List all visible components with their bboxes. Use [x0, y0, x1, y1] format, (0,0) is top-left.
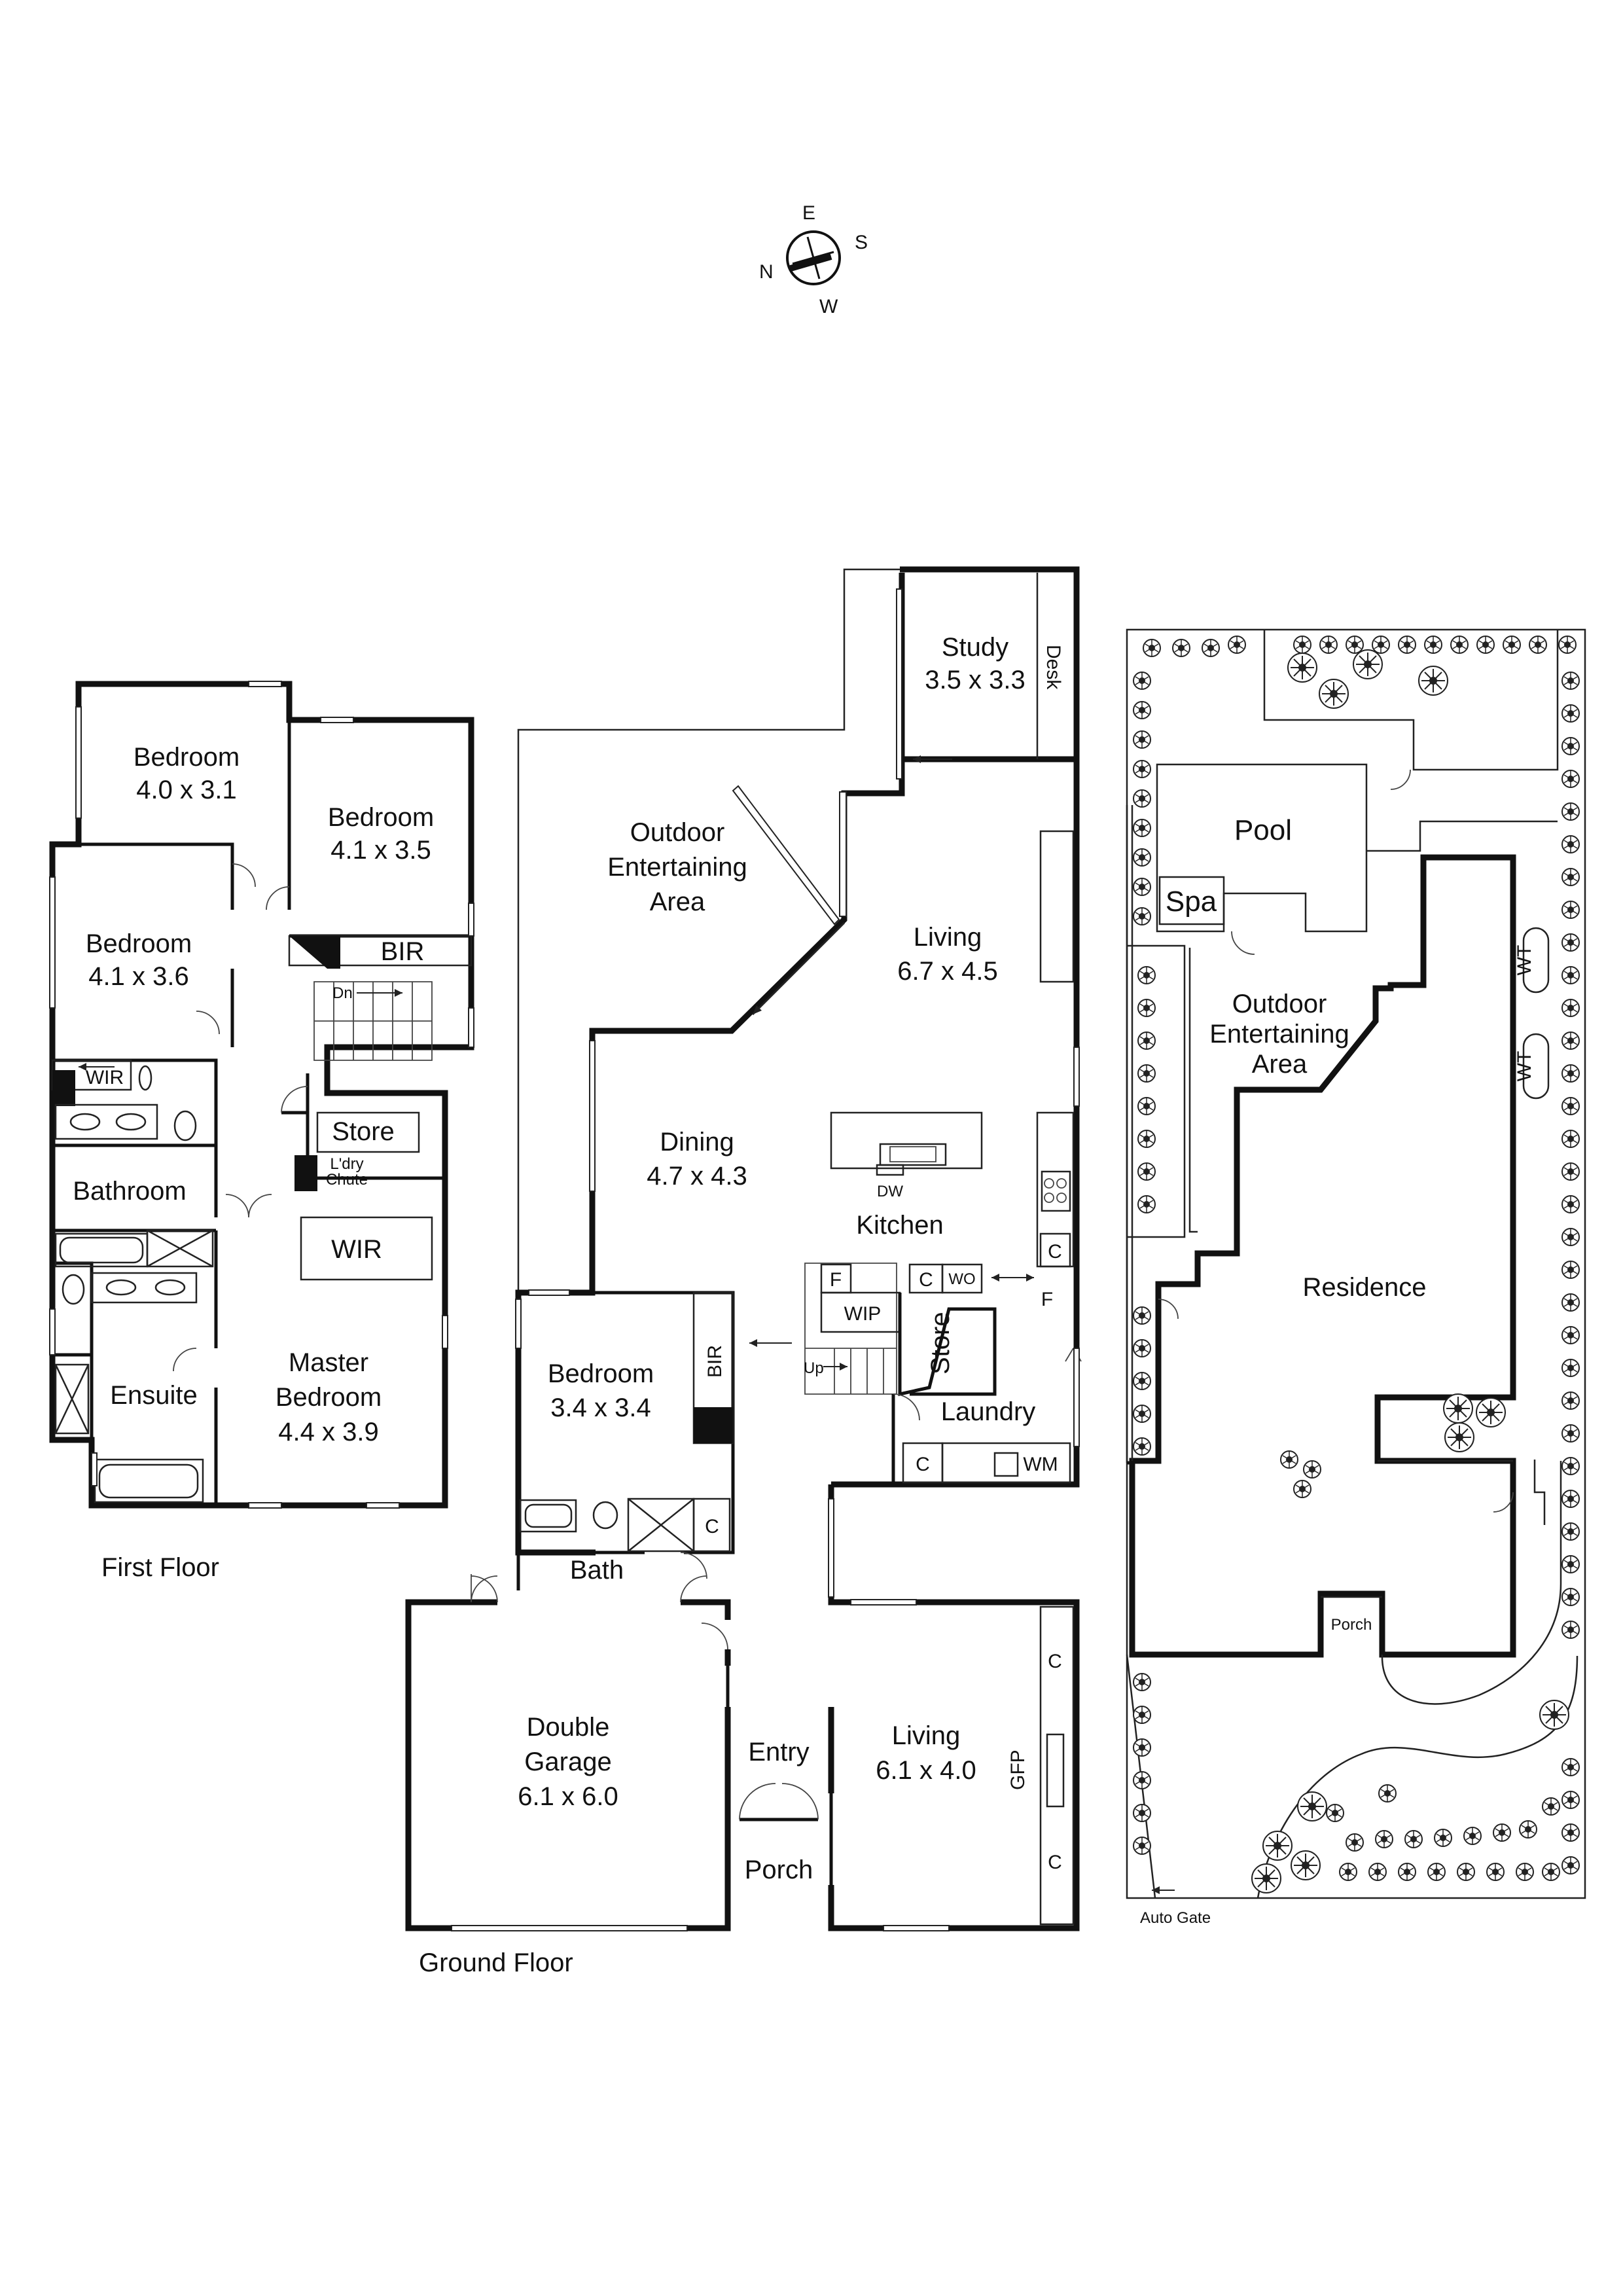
- ground-floor-outdoor-line2: Entertaining: [607, 853, 747, 882]
- first-floor-bathroom-label: Bathroom: [73, 1177, 186, 1206]
- ground-floor-fridge1-label: F: [830, 1269, 842, 1291]
- first-floor-bir-label: BIR: [381, 937, 425, 966]
- first-floor-laundry-chute-line1: L'dry: [330, 1155, 363, 1173]
- first-floor-caption: First Floor: [101, 1553, 219, 1582]
- ground-floor-dining-dims: 4.7 x 4.3: [647, 1162, 747, 1191]
- site-outdoor-line3: Area: [1252, 1050, 1308, 1079]
- site-water-tank2-label: WT: [1514, 1051, 1535, 1082]
- site-plan: Pool Spa Outdoor Entertaining Area WT WT…: [1126, 628, 1586, 1927]
- ground-floor-wip-label: WIP: [844, 1303, 882, 1325]
- ground-floor-cupboard3-label: C: [916, 1454, 930, 1475]
- ground-floor-cupboard4-label: C: [705, 1516, 719, 1537]
- first-floor-master-dims: 4.4 x 3.9: [278, 1418, 378, 1446]
- first-floor-bedroom3-dims: 4.1 x 3.6: [88, 962, 188, 991]
- ground-floor-gfp-label: GFP: [1007, 1749, 1029, 1790]
- ground-floor-garage-line2: Garage: [524, 1748, 611, 1776]
- site-auto-gate-label: Auto Gate: [1140, 1909, 1211, 1927]
- site-pool-label: Pool: [1234, 814, 1292, 846]
- ground-floor-cupboard5-label: C: [1048, 1651, 1062, 1672]
- first-floor-laundry-chute-line2: Chute: [326, 1171, 368, 1189]
- first-floor-master-line2: Bedroom: [276, 1383, 382, 1412]
- ground-floor-garage-dims: 6.1 x 6.0: [518, 1782, 618, 1811]
- ground-floor-store-label: Store: [926, 1312, 955, 1374]
- ground-floor-washing-machine-label: WM: [1023, 1454, 1058, 1475]
- compass-s-label: S: [855, 232, 868, 253]
- first-floor-small-wir-label: WIR: [86, 1067, 124, 1088]
- ground-floor-wall-oven-label: WO: [948, 1270, 975, 1288]
- site-porch-label: Porch: [1331, 1616, 1372, 1634]
- ground-floor-plan: Up: [405, 566, 1082, 1977]
- first-floor-ensuite-label: Ensuite: [110, 1381, 197, 1410]
- ground-floor-bath-label: Bath: [570, 1556, 624, 1585]
- ground-floor-porch-label: Porch: [745, 1856, 813, 1884]
- ground-floor-kitchen-label: Kitchen: [856, 1211, 943, 1240]
- ground-floor-garage-line1: Double: [527, 1713, 610, 1742]
- ground-floor-outdoor-line1: Outdoor: [630, 818, 725, 847]
- site-water-tank1-label: WT: [1514, 945, 1535, 976]
- ground-floor-living-name: Living: [914, 923, 982, 952]
- ground-floor-living-dims: 6.7 x 4.5: [897, 957, 997, 986]
- first-floor-bedroom2-dims: 4.1 x 3.5: [330, 836, 431, 865]
- ground-floor-cupboard2-label: C: [1048, 1241, 1062, 1263]
- ground-floor-up-label: Up: [804, 1359, 824, 1377]
- ground-floor-bedroom-dims: 3.4 x 3.4: [550, 1393, 651, 1422]
- site-spa-label: Spa: [1166, 886, 1217, 918]
- ground-floor-bedroom-name: Bedroom: [548, 1359, 654, 1388]
- first-floor-bedroom2-name: Bedroom: [328, 803, 434, 832]
- site-outdoor-line1: Outdoor: [1232, 990, 1327, 1018]
- first-floor-plan: Dn: [49, 681, 474, 1582]
- ground-floor-fridge2-label: F: [1041, 1289, 1053, 1310]
- ground-floor-dining-name: Dining: [660, 1128, 734, 1157]
- ground-floor-living2-name: Living: [892, 1721, 961, 1750]
- site-residence-label: Residence: [1302, 1273, 1426, 1302]
- first-floor-dn-label: Dn: [332, 984, 353, 1002]
- ground-floor-laundry-label: Laundry: [941, 1397, 1036, 1426]
- ground-floor-dw-label: DW: [877, 1183, 903, 1200]
- first-floor-wir-label: WIR: [331, 1235, 382, 1264]
- compass-w-label: W: [819, 296, 838, 317]
- ground-floor-entry-label: Entry: [748, 1738, 809, 1767]
- ground-floor-cupboard1-label: C: [919, 1269, 933, 1291]
- site-outdoor-line2: Entertaining: [1209, 1020, 1349, 1049]
- ground-floor-caption: Ground Floor: [419, 1948, 573, 1977]
- first-floor-store-label: Store: [332, 1117, 395, 1146]
- compass: E S N W: [759, 202, 868, 317]
- compass-e-label: E: [802, 202, 815, 224]
- ground-floor-living2-dims: 6.1 x 4.0: [876, 1756, 976, 1785]
- ground-floor-study-dims: 3.5 x 3.3: [925, 666, 1025, 694]
- ground-floor-desk-label: Desk: [1043, 645, 1064, 690]
- first-floor-master-line1: Master: [289, 1348, 368, 1377]
- compass-n-label: N: [759, 261, 774, 283]
- ground-floor-outdoor-line3: Area: [650, 888, 705, 916]
- ground-floor-cupboard6-label: C: [1048, 1852, 1062, 1873]
- first-floor-bedroom1-dims: 4.0 x 3.1: [136, 776, 236, 804]
- first-floor-bedroom3-name: Bedroom: [86, 929, 192, 958]
- ground-floor-study-name: Study: [942, 633, 1008, 662]
- first-floor-bedroom1-name: Bedroom: [134, 743, 240, 772]
- ground-floor-bir-label: BIR: [704, 1345, 726, 1378]
